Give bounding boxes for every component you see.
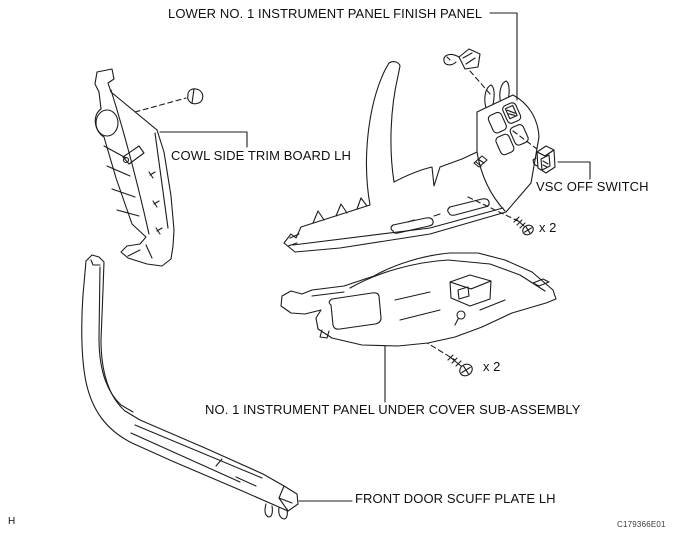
leader-vsc-switch bbox=[557, 161, 591, 180]
label-scuff-plate: FRONT DOOR SCUFF PLATE LH bbox=[355, 491, 556, 506]
dashed-line-cowl-clip bbox=[134, 97, 187, 113]
screw-icon-lower bbox=[447, 354, 473, 377]
page-marker: H bbox=[8, 516, 16, 527]
screw-icon-upper bbox=[513, 216, 534, 236]
leader-cowl-trim bbox=[159, 131, 248, 148]
label-vsc-switch: VSC OFF SWITCH bbox=[536, 179, 649, 194]
leader-lines bbox=[159, 12, 591, 502]
label-cowl-trim: COWL SIDE TRIM BOARD LH bbox=[171, 148, 351, 163]
dashed-line-wire-clip bbox=[469, 70, 492, 96]
figure-code: C179366E01 bbox=[617, 520, 666, 529]
label-screw-qty-upper: x 2 bbox=[539, 220, 557, 235]
label-screw-qty-lower: x 2 bbox=[483, 359, 501, 374]
wire-clip-icon bbox=[443, 48, 481, 70]
trim-clip-icon bbox=[187, 88, 204, 105]
cowl-side-trim-board-drawing bbox=[94, 68, 175, 267]
finish-panel-drawing bbox=[283, 61, 540, 253]
vsc-off-switch-drawing bbox=[532, 145, 556, 174]
under-cover-drawing bbox=[280, 252, 557, 347]
dashed-line-vsc-switch bbox=[512, 130, 538, 150]
front-door-scuff-plate-drawing bbox=[81, 254, 299, 520]
leader-finish-panel bbox=[489, 12, 518, 101]
label-under-cover: NO. 1 INSTRUMENT PANEL UNDER COVER SUB-A… bbox=[205, 402, 581, 417]
dashed-line-screw-upper bbox=[467, 196, 519, 222]
dashed-line-screw-lower bbox=[423, 340, 456, 361]
label-finish-panel: LOWER NO. 1 INSTRUMENT PANEL FINISH PANE… bbox=[168, 6, 483, 21]
